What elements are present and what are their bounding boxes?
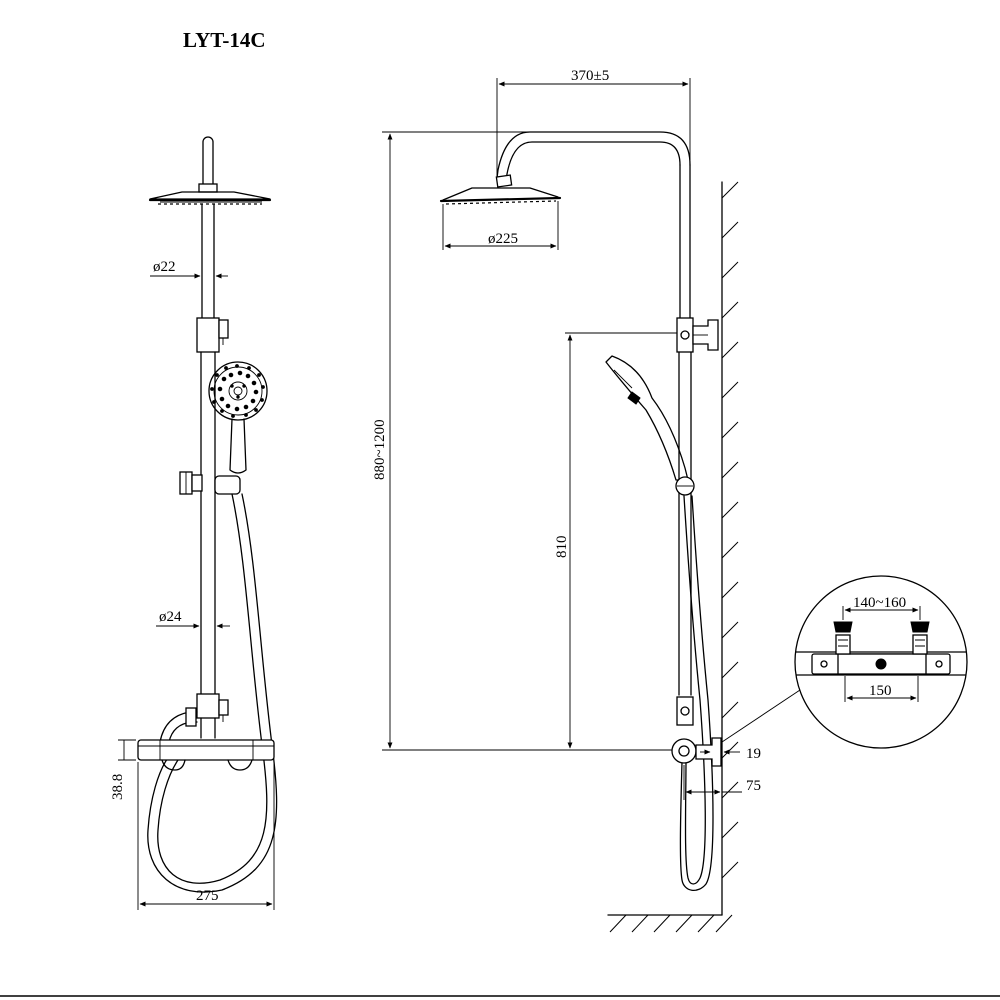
dim-inlet-spacing: 140~160 [853, 595, 906, 611]
dim-valve-height: 38.8 [110, 774, 126, 800]
dim-pipe-lower: ø24 [159, 609, 182, 625]
dim-head-diameter: ø225 [488, 231, 518, 247]
wall-hatching [607, 181, 739, 933]
detail-view: 140~160 150 [794, 575, 968, 749]
dim-valve-body: 150 [869, 683, 892, 699]
front-dimensions: ø22 ø24 38.8 275 [110, 259, 275, 910]
dim-pipe-upper: ø22 [153, 259, 176, 275]
model-title: LYT-14C [183, 28, 265, 52]
front-view [137, 136, 278, 893]
side-view [439, 131, 722, 891]
dim-hose-offset: 75 [746, 778, 761, 794]
dim-arm-reach: 370±5 [571, 68, 609, 84]
dim-wall-offset: 19 [746, 746, 761, 762]
dim-holder-height: 810 [554, 536, 570, 559]
side-dimensions: 370±5 ø225 880~1200 810 19 75 [372, 68, 801, 800]
dim-valve-width: 275 [196, 888, 219, 904]
dim-total-height: 880~1200 [372, 419, 388, 480]
